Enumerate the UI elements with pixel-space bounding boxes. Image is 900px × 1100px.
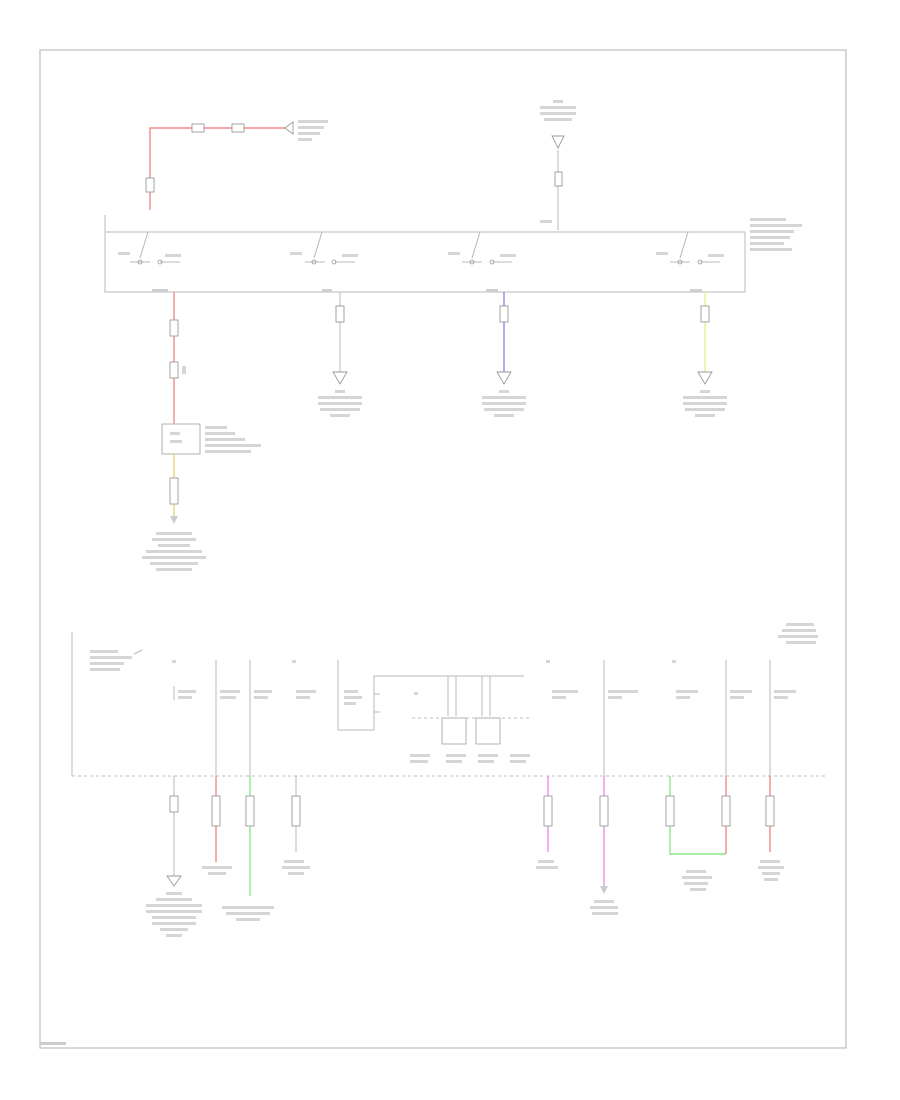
connector-icon: [721, 795, 731, 827]
fuse-icon: [475, 717, 501, 745]
ground-icon: [332, 371, 348, 385]
arrow-icon: [170, 516, 178, 524]
fuse-icon: [161, 423, 201, 455]
connector-icon: [543, 795, 553, 827]
connector-icon: [665, 795, 675, 827]
ground-icon: [697, 371, 713, 385]
connector-icon: [211, 795, 221, 827]
relay-icon: [337, 660, 532, 763]
switch-icon: [670, 231, 720, 263]
connector-icon: [169, 361, 179, 379]
switch-icon: [305, 231, 355, 263]
arrow-icon: [600, 886, 608, 894]
fuse-icon: [441, 717, 467, 745]
red-wire-top: [145, 120, 328, 210]
switch-icon: [130, 231, 180, 263]
red-wire-down: [142, 292, 261, 571]
ground-icon: [496, 371, 512, 385]
fuse-column-7: [672, 660, 698, 699]
connector-icon: [765, 795, 775, 827]
diagram-frame: [39, 49, 847, 1049]
fuse-column-6: [603, 660, 638, 776]
page-ref-mark: [40, 1042, 66, 1045]
connector-icon: [145, 177, 155, 193]
connector-icon: [169, 477, 179, 505]
relay-module: [104, 215, 802, 293]
connector-icon: [335, 305, 345, 323]
fuse-column-2: [215, 660, 240, 776]
ground-group-3: [683, 292, 727, 417]
ground-group-1: [318, 292, 362, 417]
ground-group-2: [482, 292, 526, 417]
arrow-icon: [284, 121, 294, 135]
lower-fuse-panel: [71, 623, 828, 777]
connector-icon: [599, 795, 609, 827]
connector-icon: [231, 123, 245, 133]
top-center-feed: [540, 100, 576, 230]
connector-icon: [191, 123, 205, 133]
connector-icon: [700, 305, 710, 323]
connector-icon: [554, 171, 563, 187]
connector-icon: [245, 795, 255, 827]
ground-icon: [551, 135, 565, 150]
fuse-column-8: [725, 660, 752, 776]
connector-icon: [169, 795, 179, 813]
lower-outputs: [146, 776, 784, 937]
switch-icon: [462, 231, 512, 263]
fuse-column-5: [546, 660, 578, 699]
connector-icon: [169, 319, 179, 337]
connector-icon: [291, 795, 301, 827]
ground-icon: [166, 875, 182, 887]
fuse-column-3: [249, 660, 272, 776]
fuse-column-1: [172, 660, 196, 700]
fuse-column-9: [769, 660, 796, 776]
connector-icon: [499, 305, 509, 323]
fuse-column-4: [292, 660, 316, 699]
